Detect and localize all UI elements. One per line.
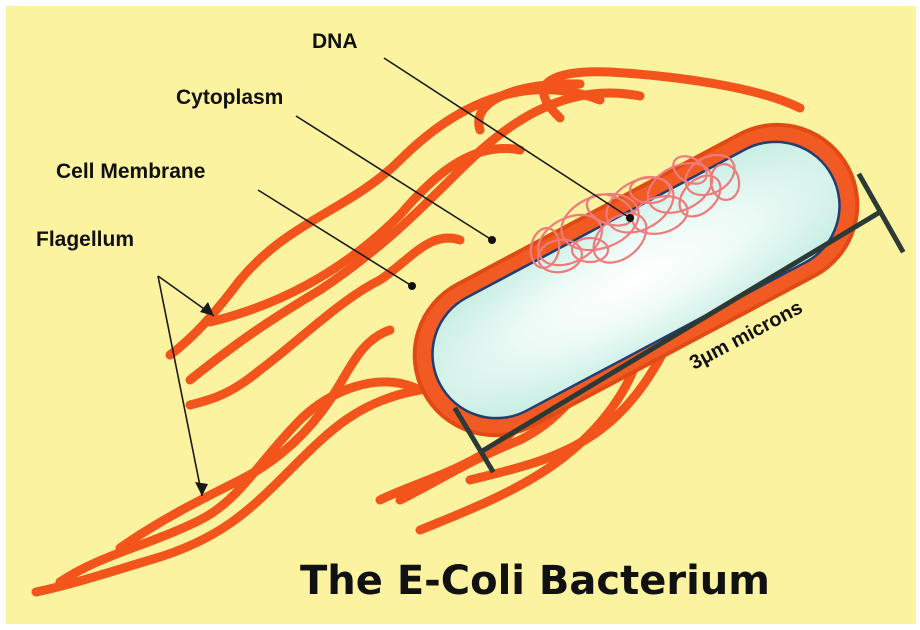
label-cytoplasm: Cytoplasm bbox=[176, 86, 283, 109]
dot-dna bbox=[626, 214, 634, 222]
diagram-title: The E-Coli Bacterium bbox=[300, 558, 770, 604]
label-flagellum: Flagellum bbox=[36, 228, 134, 251]
dot-cytoplasm bbox=[488, 236, 496, 244]
label-dna: DNA bbox=[312, 30, 358, 53]
label-cell-membrane: Cell Membrane bbox=[56, 160, 205, 183]
dot-cell-membrane bbox=[408, 282, 416, 290]
